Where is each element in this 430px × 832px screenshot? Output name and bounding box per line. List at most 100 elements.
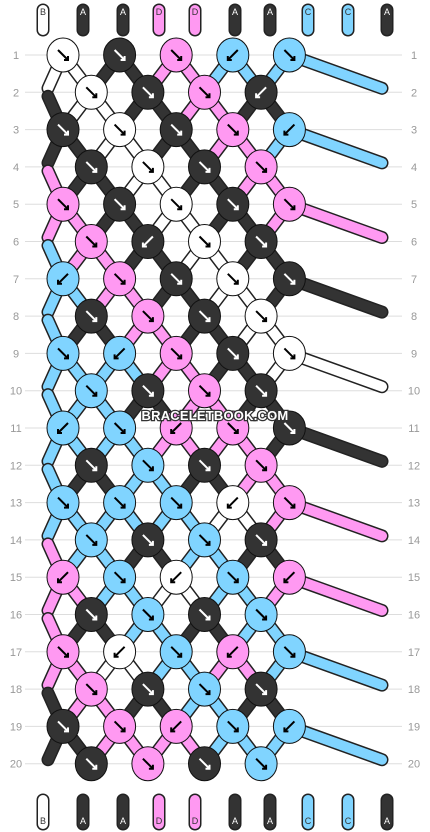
knot-arrow [57, 198, 69, 210]
knot-arrow-head [92, 242, 98, 248]
top-string-letter: D [192, 7, 199, 17]
row-number-right: 16 [408, 610, 420, 622]
knot-arrow-head [170, 727, 176, 733]
knot-arrow-head [205, 615, 211, 621]
knot-arrow-head [262, 391, 268, 397]
knot-arrow [85, 683, 98, 695]
knot-arrow [113, 422, 126, 434]
knot-arrow-head [262, 317, 268, 323]
row-number-left: 7 [13, 274, 19, 286]
knot-arrow [227, 198, 239, 210]
row-number-left: 8 [13, 311, 19, 323]
knot-arrow-head [170, 578, 176, 584]
knot-arrow [57, 422, 69, 434]
knot-arrow [85, 235, 98, 248]
row-number-right: 3 [411, 125, 417, 137]
knot-grid [46, 37, 306, 782]
knot-arrow-head [92, 540, 98, 546]
knot-arrow [227, 273, 239, 285]
row-number-left: 17 [10, 647, 22, 659]
row-number-right: 7 [411, 274, 417, 286]
knot-arrow-head [92, 690, 98, 696]
top-string-letter: C [305, 7, 312, 17]
top-string-letter: A [232, 7, 238, 17]
knot-arrow-head [205, 764, 211, 770]
row-number-right: 4 [411, 162, 417, 174]
knot-arrow-head [226, 56, 232, 61]
knot-arrow-head [148, 690, 154, 696]
knot-arrow-head [283, 130, 289, 136]
knot-arrow-head [177, 279, 183, 285]
knot-arrow-head [120, 578, 126, 584]
knot-arrow-head [148, 167, 154, 173]
row-number-left: 2 [13, 87, 19, 99]
knot-arrow-head [92, 167, 98, 173]
knot-arrow-head [148, 466, 154, 472]
knot-arrow [142, 310, 154, 322]
knot-arrow [198, 459, 211, 472]
knot-arrow [227, 422, 239, 434]
row-number-left: 12 [10, 460, 22, 472]
knot-arrow-head [290, 429, 296, 434]
row-number-left: 18 [10, 684, 22, 696]
row-number-left: 5 [13, 199, 19, 211]
knot-arrow-head [262, 690, 268, 696]
knot-arrow [198, 161, 211, 173]
knot-arrow [198, 384, 211, 397]
knot-arrow [170, 571, 182, 583]
row-number-right: 9 [411, 348, 417, 360]
top-string-letter: B [40, 7, 46, 17]
row-number-right: 8 [411, 311, 417, 323]
knot-arrow [113, 273, 126, 285]
knot-arrow-head [262, 764, 268, 770]
bottom-string-letter: D [156, 816, 163, 826]
knot-arrow-head [177, 56, 183, 61]
knot-arrow-head [262, 167, 268, 173]
top-string-letter: C [345, 7, 352, 17]
row-number-left: 19 [10, 721, 22, 733]
knot-arrow-head [177, 652, 183, 658]
knot-arrow [283, 496, 296, 509]
knot-arrow [170, 422, 182, 434]
knot-arrow-head [120, 503, 126, 509]
row-number-right: 6 [411, 237, 417, 249]
knot-arrow [142, 683, 154, 695]
top-string-letter: A [80, 7, 86, 17]
knot-arrow-head [120, 56, 126, 61]
row-number-right: 11 [408, 423, 419, 435]
row-number-right: 5 [411, 199, 417, 211]
knot-arrow [57, 49, 69, 61]
knot-arrow-head [113, 652, 119, 658]
knot-arrow-head [290, 205, 296, 211]
knot-arrow [227, 496, 239, 509]
knot-arrow-head [233, 130, 239, 136]
knot-arrow [198, 608, 211, 621]
knot-arrow [142, 608, 154, 621]
top-string-letter: D [156, 7, 163, 17]
knot-arrow [255, 757, 267, 770]
knot-arrow-head [64, 503, 69, 509]
knot-arrow-head [233, 354, 239, 360]
row-number-left: 10 [10, 386, 22, 398]
knot-arrow-head [290, 354, 296, 360]
knot-arrow-head [262, 242, 268, 248]
knot-arrow-head [148, 317, 154, 323]
knot-arrow [85, 608, 98, 621]
knot-arrow-head [64, 56, 69, 61]
knot-arrow [57, 571, 69, 583]
knot-arrow [283, 49, 296, 61]
knot-arrow [113, 347, 126, 360]
knot-arrow-head [148, 391, 154, 397]
knot-arrow-head [57, 429, 62, 434]
knot-arrow [227, 646, 239, 658]
knot-arrow-head [255, 93, 261, 99]
knot-arrow [85, 459, 98, 472]
knot-arrow [255, 161, 267, 173]
row-number-right: 13 [408, 498, 420, 510]
knot-arrow-head [148, 615, 154, 621]
knot-arrow [255, 534, 267, 546]
bottom-string-letter: C [345, 816, 352, 826]
knot-arrow-head [233, 578, 239, 584]
knot-arrow [283, 347, 296, 360]
knot-arrow-head [226, 652, 232, 658]
